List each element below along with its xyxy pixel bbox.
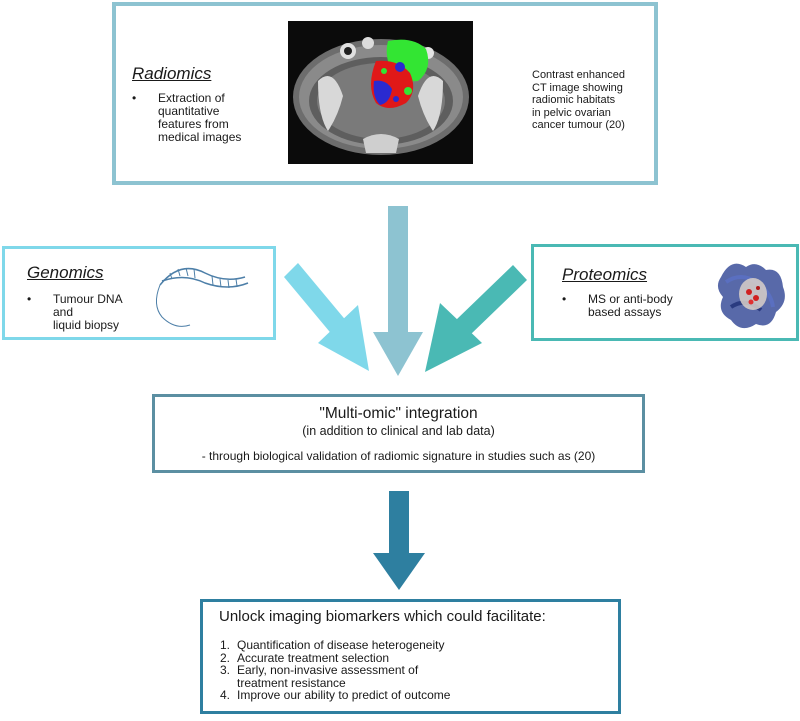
genomics-bullet: • Tumour DNA and liquid biopsy [27, 293, 123, 332]
list-item-text: Improve our ability to predict of outcom… [237, 688, 451, 702]
proteomics-heading: Proteomics [562, 265, 648, 284]
integration-arrow [373, 491, 425, 590]
list-item: 1. Quantification of disease heterogeneit… [220, 639, 450, 652]
biomarkers-box: Unlock imaging biomarkers which could fa… [200, 599, 621, 714]
list-number: 1. [220, 638, 231, 652]
proteomics-bullet: • MS or anti-body based assays [562, 293, 673, 319]
genomics-bullet-text: Tumour DNA and liquid biopsy [53, 292, 123, 332]
proteomics-bullet-text: MS or anti-body based assays [588, 292, 673, 319]
integration-subtitle: (in addition to clinical and lab data) [302, 424, 495, 438]
list-item-text: Early, non-invasive assessment of treatm… [237, 663, 419, 690]
list-item-text: Accurate treatment selection [237, 650, 390, 665]
radiomics-bullet-text: Extraction of quantitative features from… [158, 91, 242, 144]
bullet-dot: • [27, 292, 32, 306]
genomics-arrow [284, 263, 369, 371]
list-item: 4. Improve our ability to predict of outc… [220, 689, 450, 702]
integration-note: - through biological validation of radio… [201, 449, 596, 463]
biomarkers-list: 1. Quantification of disease heterogeneit… [220, 639, 450, 702]
dna-helix-icon [156, 267, 249, 327]
genomics-box: Genomics • Tumour DNA and liquid biopsy [2, 246, 276, 340]
genomics-heading: Genomics [27, 263, 104, 282]
biomarkers-title: Unlock imaging biomarkers which could fa… [219, 608, 546, 625]
list-item: 2. Accurate treatment selection [220, 650, 450, 665]
radiomics-box: Radiomics • Extraction of quantitative f… [112, 2, 658, 185]
list-item-text: Quantification of disease heterogeneity [237, 638, 445, 652]
bullet-dot: • [132, 91, 137, 105]
list-item: 3. Early, non-invasive assessment of trea… [220, 664, 450, 689]
list-number: 2. [220, 650, 231, 665]
radiomics-arrow [373, 206, 423, 376]
bullet-dot: • [562, 292, 567, 306]
radiomics-bullet: • Extraction of quantitative features fr… [132, 92, 241, 144]
list-number: 4. [220, 688, 231, 702]
integration-title: "Multi-omic" integration [319, 405, 478, 422]
ct-scan-image [288, 21, 473, 164]
protein-structure-icon [717, 263, 785, 329]
list-number: 3. [220, 663, 231, 677]
proteomics-arrow [425, 265, 527, 372]
integration-box: "Multi-omic" integration (in addition to… [152, 394, 645, 473]
proteomics-box: Proteomics • MS or anti-body based assay… [531, 244, 799, 341]
ct-image-caption: Contrast enhanced CT image showing radio… [532, 69, 625, 131]
radiomics-heading: Radiomics [132, 64, 212, 83]
